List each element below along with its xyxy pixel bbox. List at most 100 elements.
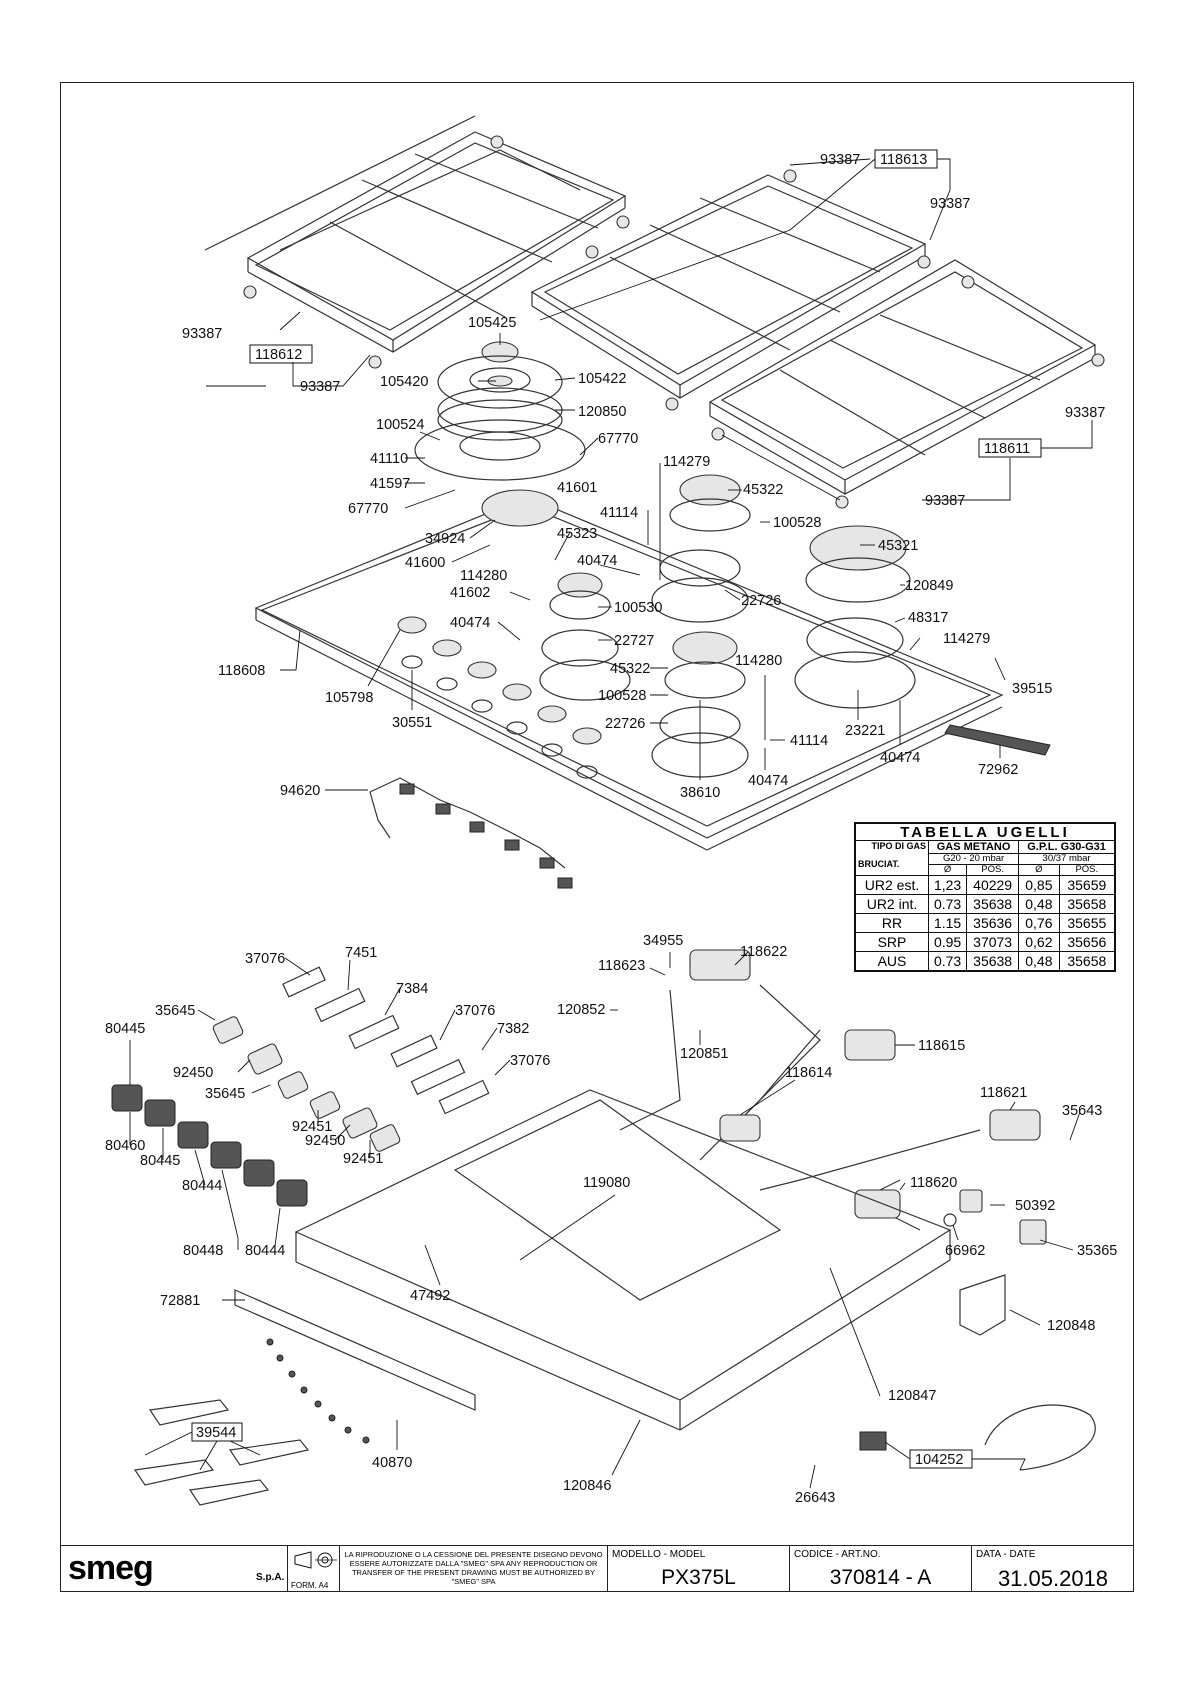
part-label: 72962: [978, 762, 1018, 778]
part-label: 34955: [643, 933, 683, 949]
diameter-lpg: 0,48: [1018, 951, 1060, 972]
control-knobs: [397, 616, 602, 779]
ignition-harness: [369, 777, 573, 889]
date-cell: DATA - DATE 31.05.2018: [972, 1546, 1134, 1592]
pos-lpg: 35658: [1058, 894, 1116, 914]
nozzle-table-title: TABELLA UGELLI: [854, 822, 1116, 841]
part-label: 93387: [182, 326, 222, 342]
part-label: 37076: [245, 951, 285, 967]
part-label: 37076: [455, 1003, 495, 1019]
nozzle-table-corner: TIPO DI GAS BRUCIAT.: [854, 840, 929, 876]
gas-group-methane-sub: G20 - 20 mbar: [927, 853, 1020, 865]
part-label: 120849: [905, 578, 953, 594]
col-diameter: Ø: [927, 864, 968, 876]
part-label: 120850: [578, 404, 626, 420]
part-label: 7451: [345, 945, 377, 961]
burner-semi-rapid: [794, 525, 916, 709]
part-label: 40474: [450, 615, 490, 631]
part-label-boxed: 118611: [984, 441, 1030, 457]
part-label: 41601: [557, 480, 597, 496]
burner-label: BRUCIAT.: [858, 859, 900, 869]
date-caption: DATA - DATE: [976, 1549, 1036, 1560]
part-label: 40474: [880, 750, 920, 766]
part-label: 93387: [300, 379, 340, 395]
gas-group-lpg: G.P.L. G30-G31: [1018, 840, 1116, 854]
pos-lpg: 35655: [1058, 913, 1116, 933]
part-label: 92450: [305, 1133, 345, 1149]
diameter-methane: 1.15: [927, 913, 968, 933]
diameter-lpg: 0,48: [1018, 894, 1060, 914]
part-label: 41114: [600, 505, 638, 521]
pan-support-center: [530, 174, 927, 399]
part-labels: 93387 118613 93387 93387 118612 93387 10…: [105, 152, 1117, 1506]
part-label-boxed: 39544: [196, 1425, 236, 1441]
diameter-methane: 1,23: [927, 875, 968, 895]
burner-name: UR2 int.: [854, 894, 929, 914]
part-label: 35365: [1077, 1243, 1117, 1259]
nozzle-cylinders: [282, 966, 490, 1115]
trim-strip: [944, 724, 1051, 756]
col-pos: POS.: [966, 864, 1020, 876]
part-label: 22726: [741, 593, 781, 609]
logo-cell: smeg S.p.A.: [60, 1546, 288, 1592]
part-label: 105425: [468, 315, 516, 331]
part-label: 41602: [450, 585, 490, 601]
screws: [266, 1338, 370, 1444]
pos-methane: 35638: [966, 894, 1020, 914]
part-label: 119080: [583, 1175, 630, 1191]
part-label: 118615: [918, 1038, 965, 1054]
part-label: 80444: [245, 1243, 285, 1259]
part-label: 120851: [680, 1046, 728, 1062]
part-label: 22726: [605, 716, 645, 732]
part-label: 118614: [785, 1065, 832, 1081]
part-label: 45323: [557, 526, 597, 542]
part-label: 67770: [348, 501, 388, 517]
part-label: 23221: [845, 723, 885, 739]
burner-name: AUS: [854, 951, 929, 972]
diameter-methane: 0.73: [927, 894, 968, 914]
gas-adapters: [212, 1016, 401, 1152]
part-label: 40474: [748, 773, 788, 789]
part-label: 41110: [370, 451, 408, 467]
part-label: 45321: [878, 538, 918, 554]
gas-manifold: [619, 949, 1041, 1231]
pos-methane: 35638: [966, 951, 1020, 972]
part-label: 93387: [1065, 405, 1105, 421]
part-label: 34924: [425, 531, 465, 547]
part-label: 80444: [182, 1178, 222, 1194]
code-caption: CODICE - ART.NO.: [794, 1549, 881, 1560]
part-label-boxed: 118612: [255, 347, 302, 363]
leader-lines: [129, 158, 1093, 1489]
part-label: 41600: [405, 555, 445, 571]
burner-name: RR: [854, 913, 929, 933]
pos-lpg: 35658: [1058, 951, 1116, 972]
part-label: 35645: [205, 1086, 245, 1102]
part-label: 80445: [105, 1021, 145, 1037]
diameter-lpg: 0,76: [1018, 913, 1060, 933]
pan-support-left: [204, 115, 627, 353]
col-pos: POS.: [1058, 864, 1116, 876]
part-label: 66962: [945, 1243, 985, 1259]
part-label: 120847: [888, 1388, 936, 1404]
date-value: 31.05.2018: [997, 1566, 1109, 1591]
part-label: 67770: [598, 431, 638, 447]
part-label: 45322: [743, 482, 783, 498]
model-value: PX375L: [661, 1566, 736, 1589]
part-label-boxed: 104252: [915, 1452, 963, 1468]
copyright-notice: LA RIPRODUZIONE O LA CESSIONE DEL PRESEN…: [344, 1550, 603, 1586]
part-label: 120846: [563, 1478, 611, 1494]
gas-type-label: TIPO DI GAS: [871, 841, 926, 851]
part-label: 92450: [173, 1065, 213, 1081]
smeg-logo: smeg: [68, 1549, 154, 1587]
part-label: 105420: [380, 374, 428, 390]
part-label: 100528: [598, 688, 646, 704]
part-label: 39515: [1012, 681, 1052, 697]
part-label: 41114: [790, 733, 828, 749]
part-label: 100528: [773, 515, 821, 531]
bottom-casing: [294, 1089, 952, 1431]
burner-auxiliary: [539, 572, 631, 701]
table-row: UR2 est. 1,23 40229 0,85 35659: [854, 875, 1116, 895]
part-label: 120848: [1047, 1318, 1095, 1334]
pan-support-right: [708, 259, 1097, 495]
